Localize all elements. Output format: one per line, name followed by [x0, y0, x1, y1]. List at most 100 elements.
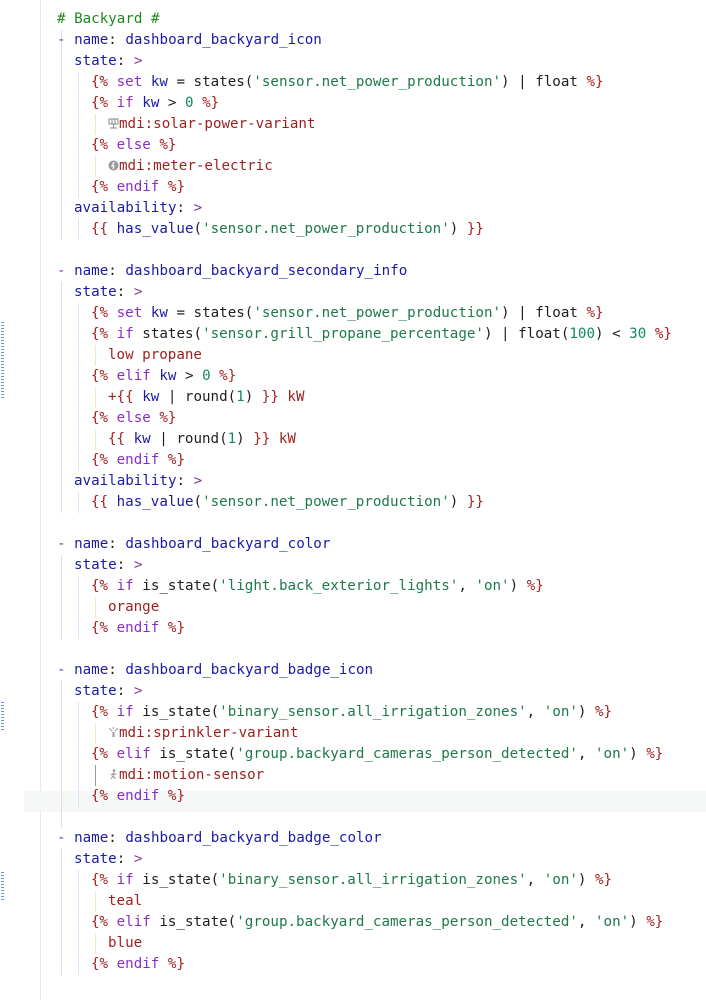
- code-line[interactable]: state: >: [0, 51, 706, 72]
- code-line[interactable]: +{{ kw | round(1) }} kW: [0, 387, 706, 408]
- code-line[interactable]: {% else %}: [0, 135, 706, 156]
- token-text: | round(: [159, 389, 237, 405]
- change-marker[interactable]: [1, 322, 4, 398]
- token-text: [108, 788, 117, 804]
- code-line[interactable]: {% else %}: [0, 408, 706, 429]
- code-line[interactable]: mdi:motion-sensor: [0, 765, 706, 786]
- code-line[interactable]: {{ kw | round(1) }} kW: [0, 429, 706, 450]
- token-text: [159, 620, 168, 636]
- token-text: ) | float(: [483, 326, 570, 342]
- code-line[interactable]: {% elif is_state('group.backyard_cameras…: [0, 744, 706, 765]
- token-delim: {%: [91, 872, 109, 888]
- code-line[interactable]: # Backyard #: [0, 9, 706, 30]
- code-line[interactable]: mdi:sprinkler-variant: [0, 723, 706, 744]
- token-text: [211, 368, 220, 384]
- token-text: :: [176, 200, 194, 216]
- token-string: 'on': [475, 578, 510, 594]
- code-line[interactable]: orange: [0, 597, 706, 618]
- token-yaml_op: >: [133, 284, 143, 300]
- indent-guide: [61, 681, 62, 828]
- token-keyword: set: [116, 74, 143, 90]
- code-line[interactable]: {% if kw > 0 %}: [0, 93, 706, 114]
- code-line[interactable]: {% endif %}: [0, 786, 706, 807]
- code-line[interactable]: availability: >: [0, 471, 706, 492]
- token-delim: {%: [91, 788, 109, 804]
- token-text: = states(: [167, 74, 254, 90]
- token-text: :: [116, 683, 134, 699]
- token-delim: }}: [466, 494, 484, 510]
- indent-guide: [61, 849, 62, 975]
- token-text: ): [629, 746, 647, 762]
- code-line[interactable]: {% endif %}: [0, 954, 706, 975]
- token-delim: {{: [108, 431, 126, 447]
- indent-guide: [78, 303, 79, 471]
- token-string: 'group.backyard_cameras_person_detected': [236, 914, 578, 930]
- code-line[interactable]: [0, 639, 706, 660]
- code-line[interactable]: state: >: [0, 282, 706, 303]
- code-line[interactable]: - name: dashboard_backyard_secondary_inf…: [0, 261, 706, 282]
- token-key: dashboard_backyard_icon: [125, 32, 322, 48]
- token-delim: {%: [91, 368, 109, 384]
- code-line[interactable]: {% if is_state('binary_sensor.all_irriga…: [0, 870, 706, 891]
- token-comment: # Backyard #: [57, 11, 160, 27]
- code-line[interactable]: - name: dashboard_backyard_badge_color: [0, 828, 706, 849]
- token-keyword: else: [116, 410, 151, 426]
- token-yaml_op: >: [133, 53, 143, 69]
- code-line[interactable]: low propane: [0, 345, 706, 366]
- code-line[interactable]: mdi:meter-electric: [0, 156, 706, 177]
- token-key: dashboard_backyard_secondary_info: [125, 263, 408, 279]
- code-line[interactable]: {% if states('sensor.grill_propane_perce…: [0, 324, 706, 345]
- code-line[interactable]: {% endif %}: [0, 618, 706, 639]
- token-dash: -: [57, 536, 75, 552]
- code-line[interactable]: {% endif %}: [0, 450, 706, 471]
- code-line[interactable]: [0, 513, 706, 534]
- token-delim: {{: [116, 389, 134, 405]
- token-string: 'sensor.net_power_production': [202, 221, 450, 237]
- code-line[interactable]: {{ has_value('sensor.net_power_productio…: [0, 219, 706, 240]
- code-line[interactable]: teal: [0, 891, 706, 912]
- token-delim: %}: [167, 956, 185, 972]
- token-delim: {%: [91, 95, 109, 111]
- code-line[interactable]: {% endif %}: [0, 177, 706, 198]
- token-delim: {%: [91, 620, 109, 636]
- token-text: ): [236, 431, 254, 447]
- change-marker[interactable]: [1, 702, 4, 730]
- code-line[interactable]: - name: dashboard_backyard_badge_icon: [0, 660, 706, 681]
- code-line[interactable]: - name: dashboard_backyard_color: [0, 534, 706, 555]
- code-line[interactable]: {% if is_state('light.back_exterior_ligh…: [0, 576, 706, 597]
- code-line[interactable]: {% elif kw > 0 %}: [0, 366, 706, 387]
- code-line[interactable]: state: >: [0, 849, 706, 870]
- token-text: [134, 95, 143, 111]
- token-delim: {%: [91, 410, 109, 426]
- change-marker[interactable]: [1, 872, 4, 900]
- token-identifier: has_value: [116, 221, 194, 237]
- code-line[interactable]: [0, 240, 706, 261]
- token-text: (: [193, 494, 203, 510]
- token-text: ,: [458, 578, 476, 594]
- code-line[interactable]: [0, 807, 706, 828]
- token-text: ): [577, 704, 596, 720]
- token-delim: %}: [167, 179, 185, 195]
- code-line[interactable]: {% set kw = states('sensor.net_power_pro…: [0, 72, 706, 93]
- code-line[interactable]: state: >: [0, 681, 706, 702]
- code-line[interactable]: {{ has_value('sensor.net_power_productio…: [0, 492, 706, 513]
- code-line[interactable]: state: >: [0, 555, 706, 576]
- code-line[interactable]: availability: >: [0, 198, 706, 219]
- code-line[interactable]: mdi:solar-power-variant: [0, 114, 706, 135]
- token-delim: {{: [91, 494, 109, 510]
- editor-gutter-divider: [40, 0, 41, 1000]
- token-text: :: [108, 32, 126, 48]
- code-line[interactable]: - name: dashboard_backyard_icon: [0, 30, 706, 51]
- token-delim: %}: [159, 410, 177, 426]
- code-line[interactable]: blue: [0, 933, 706, 954]
- motion-sensor-icon: [108, 766, 119, 780]
- code-line[interactable]: {% if is_state('binary_sensor.all_irriga…: [0, 702, 706, 723]
- token-text: (: [193, 221, 203, 237]
- token-text: [108, 368, 117, 384]
- token-text: states(: [133, 326, 203, 342]
- token-key: dashboard_backyard_color: [125, 536, 331, 552]
- code-line[interactable]: {% elif is_state('group.backyard_cameras…: [0, 912, 706, 933]
- indent-guide: [95, 723, 96, 744]
- code-line[interactable]: {% set kw = states('sensor.net_power_pro…: [0, 303, 706, 324]
- token-dash: -: [57, 662, 75, 678]
